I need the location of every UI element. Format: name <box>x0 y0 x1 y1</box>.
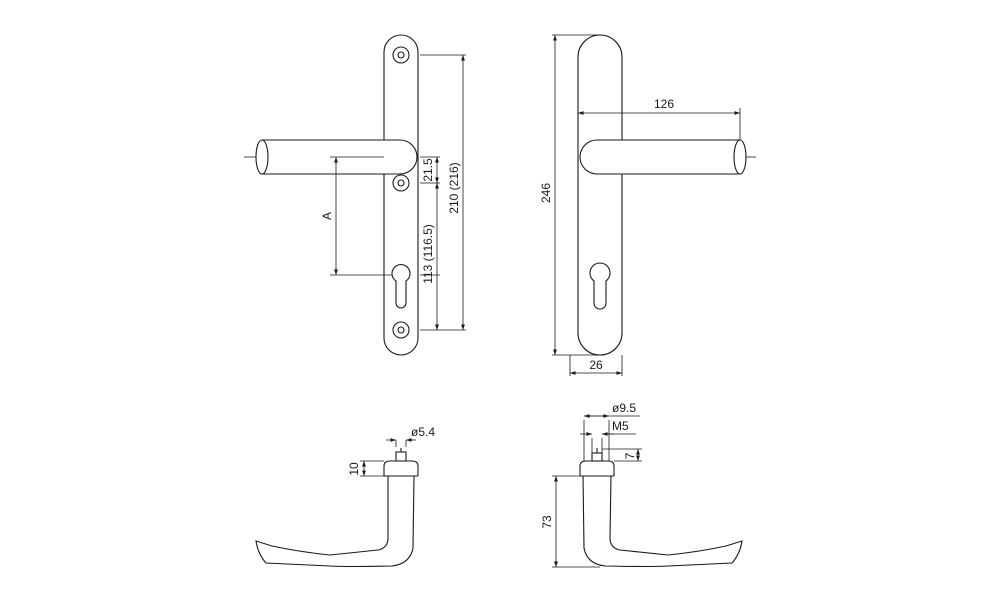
front-screw-hole-top <box>392 46 410 64</box>
side-backplate <box>577 34 623 356</box>
front-cylinder-hole <box>391 264 411 309</box>
front-lever-end <box>255 139 269 175</box>
dim-73: 73 <box>540 515 554 529</box>
right-lever-spindle <box>591 452 603 462</box>
dim-a: A <box>320 212 334 220</box>
left-lever-spindle <box>395 451 407 462</box>
right-lever-rosette <box>579 460 615 476</box>
dim-dia-5-4: ø5.4 <box>411 425 435 439</box>
dim-246: 246 <box>539 183 553 203</box>
side-lever-end <box>733 139 747 175</box>
side-cylinder-hole <box>589 262 611 310</box>
dim-m5: M5 <box>612 419 629 433</box>
dim-26: 26 <box>589 358 603 372</box>
left-lever-body <box>255 475 415 568</box>
dim-21-5: 21.5 <box>421 158 435 182</box>
lever-profile-left: ø5.4 10 <box>255 425 435 568</box>
left-lever-rosette <box>383 460 419 476</box>
dim-126: 126 <box>654 97 674 111</box>
dim-113-116-5: 113 (116.5) <box>421 224 435 284</box>
dim-10: 10 <box>347 462 361 476</box>
front-screw-hole-bottom <box>392 321 410 339</box>
dim-7: 7 <box>623 452 637 459</box>
front-screw-hole-mid <box>392 174 410 192</box>
side-lever <box>579 139 740 175</box>
dim-dia-9-5: ø9.5 <box>612 401 636 415</box>
right-lever-body <box>582 475 743 568</box>
side-view: 246 126 26 <box>539 34 756 376</box>
front-view: 21.5 210 (216) 113 (116.5) A <box>244 34 466 356</box>
front-backplate <box>383 34 419 356</box>
lever-profile-right: ø9.5 M5 7 73 <box>540 401 743 568</box>
dim-210-216: 210 (216) <box>447 162 461 213</box>
